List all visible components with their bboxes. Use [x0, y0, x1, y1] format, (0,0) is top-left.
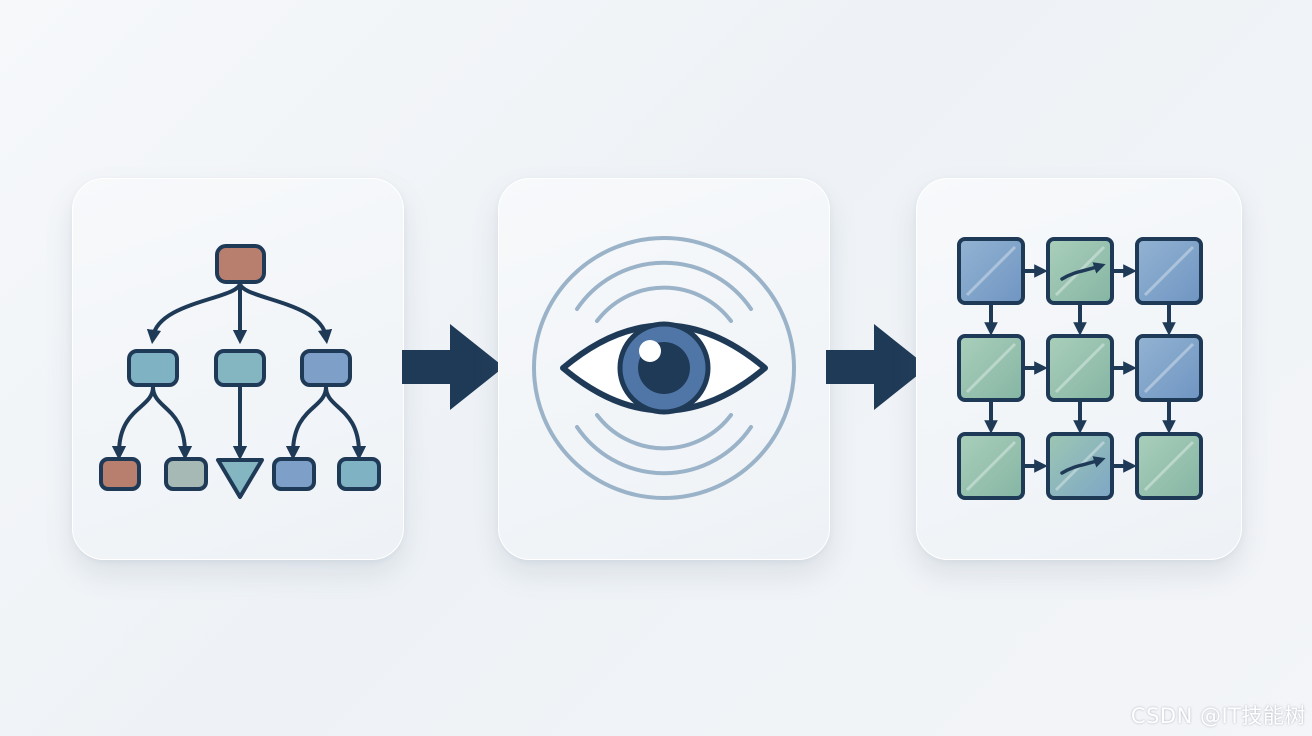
grid-node — [1135, 237, 1203, 305]
observation-panel — [498, 178, 830, 560]
outer-ring — [532, 236, 796, 500]
tree-node-right — [300, 349, 352, 387]
swoosh-arrow — [1060, 456, 1106, 475]
grid-node — [957, 334, 1025, 402]
swoosh-arrow — [1060, 262, 1106, 281]
tree-leaf-1 — [99, 457, 141, 491]
grid-node — [1135, 432, 1203, 500]
watermark-text: CSDN @IT技能树 — [1130, 704, 1306, 728]
flow-arrow-right-icon — [826, 324, 928, 410]
tree-leaf-4 — [272, 457, 316, 491]
tree-root-node — [215, 244, 266, 284]
grid-node — [957, 237, 1025, 305]
tree-leaf-5 — [337, 457, 381, 491]
grid-panel — [916, 178, 1242, 560]
tree-node-middle — [214, 349, 266, 387]
tree-node-left — [127, 349, 179, 387]
hierarchy-panel — [72, 178, 404, 560]
eye-icon — [532, 236, 796, 500]
grid-node — [1046, 334, 1114, 402]
grid-node — [957, 432, 1025, 500]
tree-leaf-triangle — [216, 458, 264, 499]
hierarchy-tree-icon — [99, 244, 381, 499]
grid-node — [1135, 334, 1203, 402]
eye-highlight — [639, 340, 661, 362]
tree-leaf-2 — [164, 457, 208, 491]
node-grid-icon — [957, 237, 1203, 500]
flow-arrow-right-icon — [402, 324, 504, 410]
